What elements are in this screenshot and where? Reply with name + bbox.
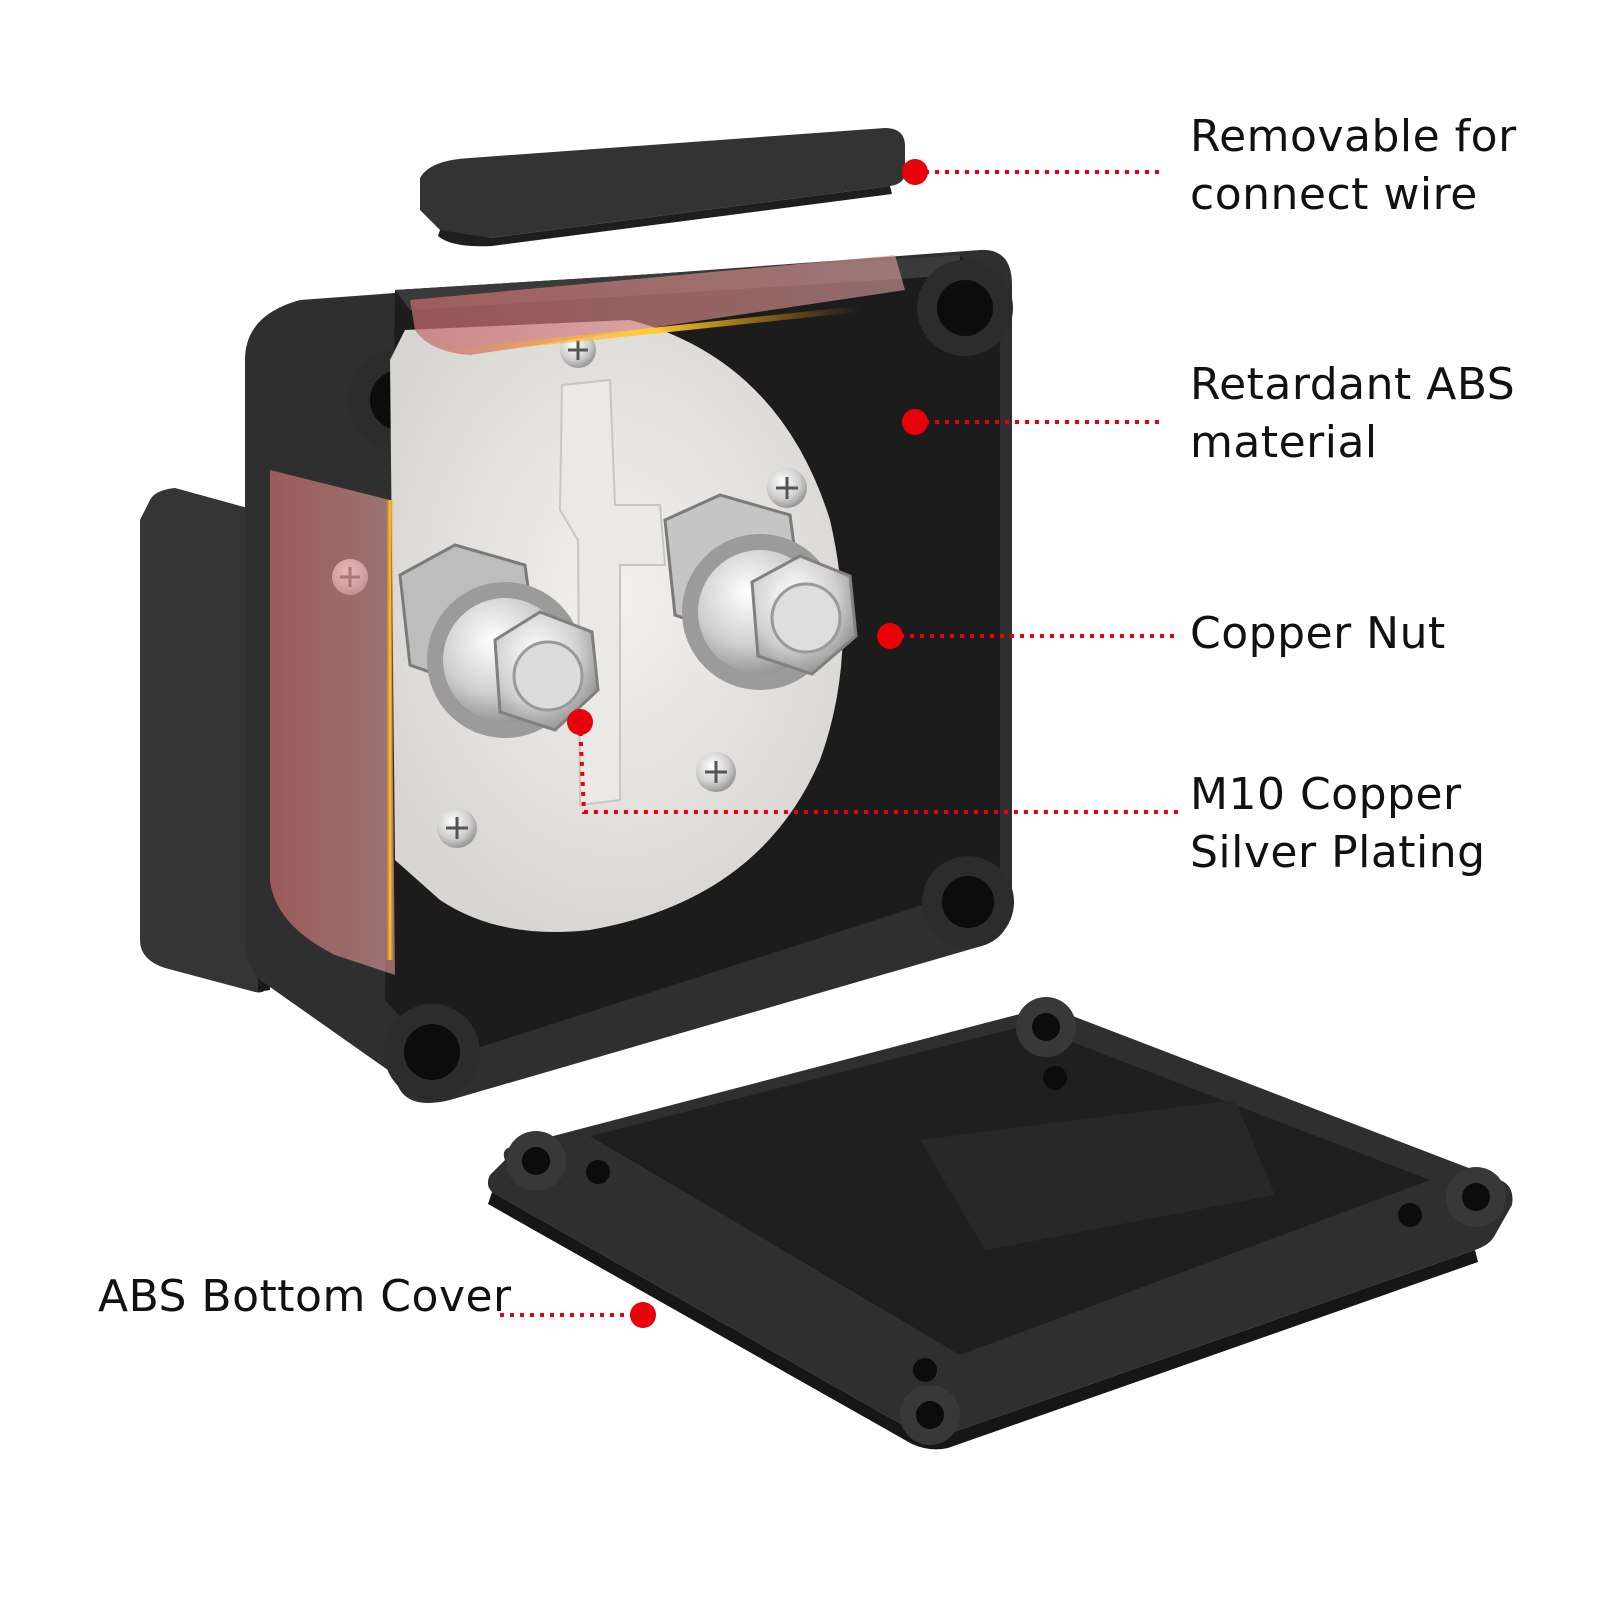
corner-boss-bottom-right xyxy=(922,856,1014,948)
screw-icon xyxy=(437,808,477,848)
label-copper-nut: Copper Nut xyxy=(1190,608,1446,659)
corner-boss-bottom-left xyxy=(384,1004,480,1100)
callout-bottom-cover xyxy=(500,1302,656,1328)
removable-top-lid xyxy=(420,128,905,247)
screw-icon xyxy=(767,468,807,508)
label-bottom-cover: ABS Bottom Cover xyxy=(98,1271,512,1322)
label-removable: Removable for connect wire xyxy=(1190,111,1517,220)
callout-copper-nut xyxy=(877,623,1180,649)
mount-hole-icon xyxy=(506,1131,566,1191)
screw-icon xyxy=(696,752,736,792)
right-terminal xyxy=(663,493,858,690)
mount-hole-icon xyxy=(1016,997,1076,1057)
left-terminal xyxy=(398,543,600,738)
callout-removable xyxy=(902,159,1165,185)
retardant-highlight-left xyxy=(270,470,395,975)
callout-retardant xyxy=(902,409,1165,435)
bottom-cover xyxy=(487,997,1513,1450)
corner-boss-top-right xyxy=(917,260,1013,356)
retardant-highlight-top xyxy=(410,255,905,356)
label-retardant: Retardant ABS material xyxy=(1190,359,1516,468)
label-m10: M10 Copper Silver Plating xyxy=(1190,769,1486,878)
mount-hole-icon xyxy=(1446,1167,1506,1227)
callout-m10 xyxy=(567,709,1182,814)
mount-hole-icon xyxy=(900,1385,960,1445)
